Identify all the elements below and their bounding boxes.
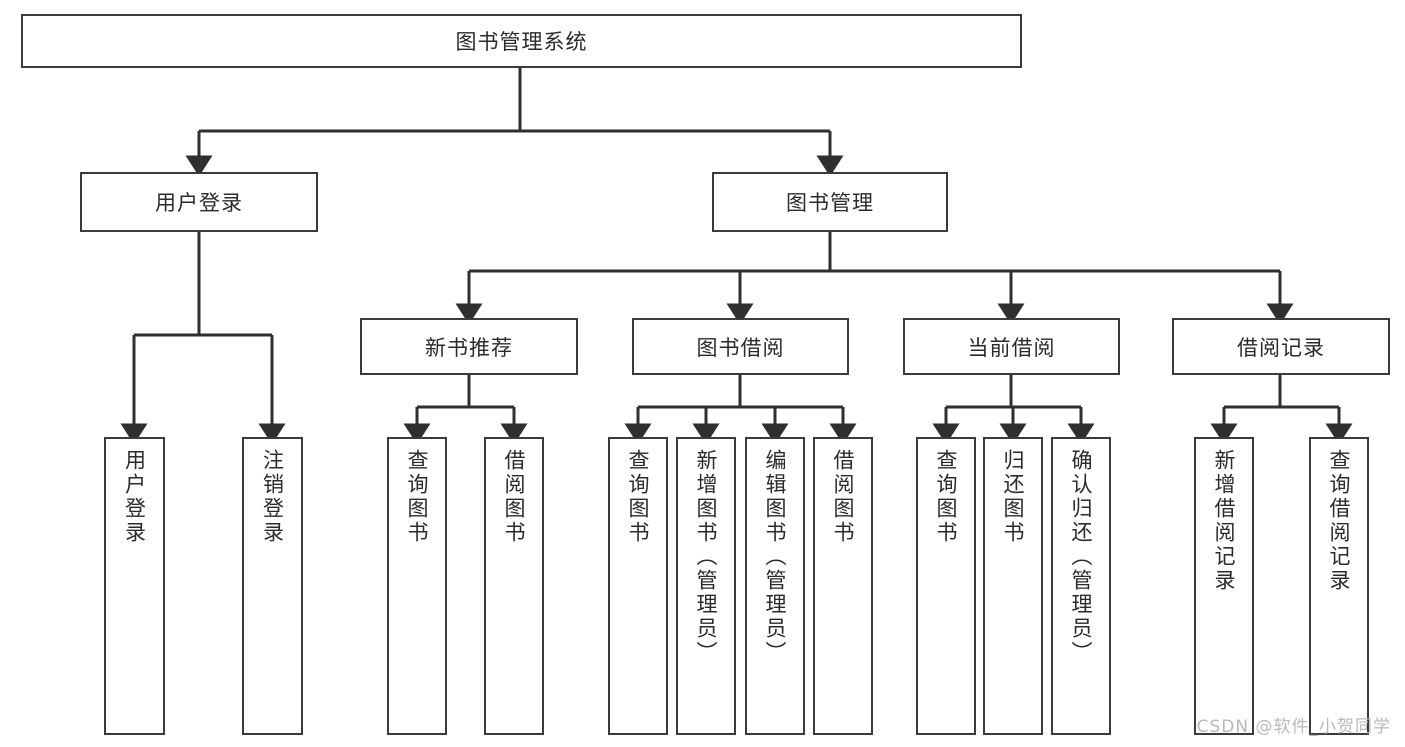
node-book-manage[interactable]: 图书管理	[712, 172, 948, 232]
node-label: 注销登录	[260, 449, 285, 545]
node-label: 查询图书	[934, 449, 959, 545]
node-leaf-query-borrow-record[interactable]: 查询借阅记录	[1309, 437, 1369, 735]
node-leaf-query-book-borrow[interactable]: 查询图书	[608, 437, 668, 735]
node-label: 用户登录	[155, 191, 243, 215]
node-label: 图书管理系统	[455, 30, 588, 54]
watermark-text: CSDN @软件_小贺同学	[1196, 717, 1391, 737]
node-leaf-edit-book-admin[interactable]: 编辑图书（管理员）	[745, 437, 805, 735]
node-label: 图书管理	[786, 191, 874, 215]
node-label: 新增图书（管理员）	[694, 449, 719, 665]
node-leaf-borrow-book-rec[interactable]: 借阅图书	[484, 437, 544, 735]
node-label: 借阅图书	[831, 449, 856, 545]
node-leaf-borrow-book[interactable]: 借阅图书	[813, 437, 873, 735]
node-label: 借阅记录	[1237, 335, 1325, 360]
node-new-book-recommend[interactable]: 新书推荐	[360, 318, 578, 375]
node-leaf-return-book[interactable]: 归还图书	[983, 437, 1043, 735]
node-borrow-record[interactable]: 借阅记录	[1172, 318, 1390, 375]
node-book-borrow[interactable]: 图书借阅	[632, 318, 849, 375]
node-label: 用户登录	[122, 449, 147, 545]
node-label: 归还图书	[1001, 449, 1026, 545]
node-label: 当前借阅	[967, 335, 1056, 360]
node-leaf-query-book-current[interactable]: 查询图书	[916, 437, 976, 735]
node-label: 新增借阅记录	[1212, 449, 1237, 593]
node-label: 编辑图书（管理员）	[763, 449, 788, 665]
node-leaf-confirm-return-admin[interactable]: 确认归还（管理员）	[1051, 437, 1111, 735]
node-label: 确认归还（管理员）	[1069, 449, 1094, 665]
node-label: 借阅图书	[502, 449, 527, 545]
node-leaf-logout[interactable]: 注销登录	[242, 437, 303, 735]
node-current-borrow[interactable]: 当前借阅	[903, 318, 1120, 375]
node-label: 图书借阅	[696, 335, 785, 360]
node-leaf-user-login[interactable]: 用户登录	[104, 437, 165, 735]
node-label: 查询借阅记录	[1327, 449, 1352, 593]
node-label: 新书推荐	[425, 335, 513, 360]
node-label: 查询图书	[626, 449, 651, 545]
node-root-system[interactable]: 图书管理系统	[21, 14, 1022, 68]
node-user-login[interactable]: 用户登录	[80, 172, 318, 232]
node-leaf-add-borrow-record[interactable]: 新增借阅记录	[1194, 437, 1254, 735]
node-leaf-add-book-admin[interactable]: 新增图书（管理员）	[676, 437, 736, 735]
node-label: 查询图书	[405, 449, 430, 545]
node-leaf-query-book-rec[interactable]: 查询图书	[387, 437, 447, 735]
